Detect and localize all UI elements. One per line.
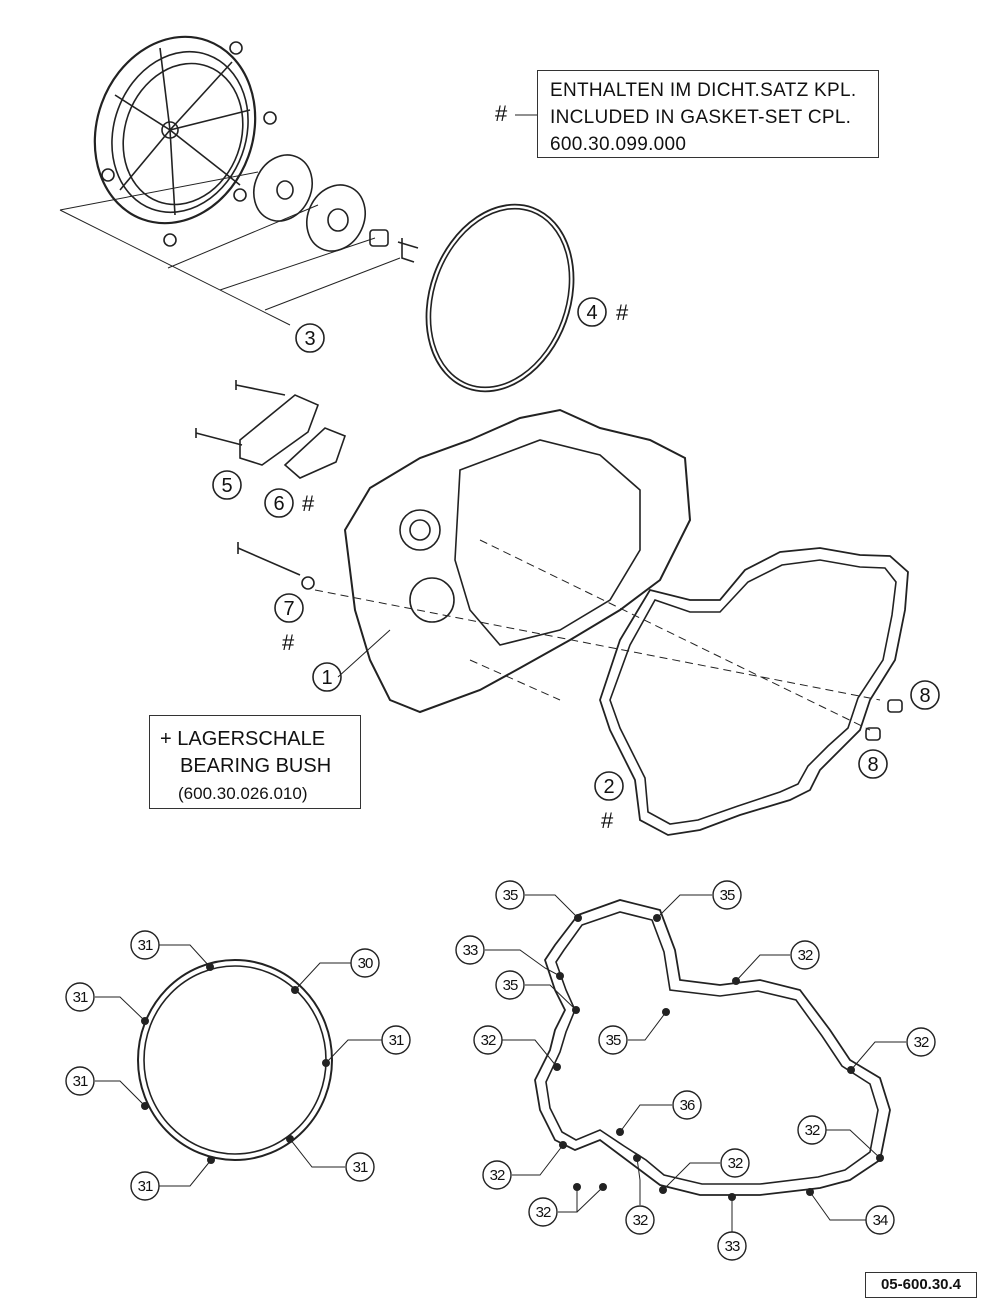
cover-screw <box>397 238 419 263</box>
ring-gasket-outer <box>137 959 333 1161</box>
generator-cover-1 <box>343 408 692 714</box>
gasket-note-line-2: INCLUDED IN GASKET-SET CPL. <box>550 107 852 128</box>
label-ring-31a: 31 <box>138 937 153 954</box>
o-ring-4-outer <box>425 203 575 393</box>
callouts <box>212 297 940 801</box>
o-ring-4-inner <box>429 207 571 389</box>
label-ring-31e: 31 <box>353 1159 368 1176</box>
clutch-cover-outer <box>93 35 277 247</box>
bearing-bush-note: + LAGERSCHALE BEARING BUSH (600.30.026.0… <box>149 715 361 809</box>
label-ring-31f: 31 <box>138 1178 153 1195</box>
gasket-note-line-3: 600.30.099.000 <box>550 134 687 155</box>
small-callouts <box>65 880 936 1261</box>
label-ring-31c: 31 <box>389 1032 404 1049</box>
label-3: 3 <box>304 328 315 350</box>
gasket-note-line-1: ENTHALTEN IM DICHT.SATZ KPL. <box>550 80 857 101</box>
ring-gasket-inner <box>143 965 327 1155</box>
crankcase-gasket <box>534 899 891 1196</box>
generator-cover-1-inner <box>454 439 641 646</box>
label-7: 7 <box>283 598 294 620</box>
bearing-note-line-2: BEARING BUSH <box>180 755 332 777</box>
cover-nut <box>369 229 389 247</box>
label-1: 1 <box>321 667 332 689</box>
label-ring-31d: 31 <box>73 1073 88 1090</box>
callout-4 <box>577 297 607 327</box>
label-g-36: 36 <box>680 1097 695 1114</box>
part-3-leaders <box>59 171 401 326</box>
dowel-8b <box>865 727 881 741</box>
bolt-mid <box>195 428 243 446</box>
label-g-35c: 35 <box>503 977 518 994</box>
hash-marker-2: # <box>601 808 614 833</box>
cover-1-port <box>409 577 455 623</box>
label-4: 4 <box>586 302 597 324</box>
gasket-2-inner <box>609 559 897 825</box>
label-g-34: 34 <box>873 1212 888 1229</box>
label-2: 2 <box>603 776 614 798</box>
bolt-7 <box>237 542 301 576</box>
ring-leaders <box>95 944 382 1187</box>
callout-8a <box>910 680 940 710</box>
cover-disc-2-hole <box>327 208 349 232</box>
cover-1-hub-inner <box>409 519 431 541</box>
gasket-set-note: ENTHALTEN IM DICHT.SATZ KPL. INCLUDED IN… <box>537 70 879 158</box>
hash-marker-note: # <box>495 101 508 126</box>
crankcase-gasket-inner <box>545 911 879 1185</box>
bearing-note-line-3: (600.30.026.010) <box>178 784 308 803</box>
cover-plate-5 <box>239 394 320 466</box>
label-g-35b: 35 <box>720 887 735 904</box>
label-8a: 8 <box>919 685 930 707</box>
callout-7 <box>274 593 304 623</box>
bearing-note-line-1: + LAGERSCHALE <box>160 728 326 750</box>
label-ring-31b: 31 <box>73 989 88 1006</box>
label-g-33b: 33 <box>725 1238 740 1255</box>
washer-7 <box>301 576 315 590</box>
dowel-8a <box>887 699 903 713</box>
callout-2 <box>594 771 624 801</box>
hash-marker-4: # <box>616 300 629 325</box>
label-5: 5 <box>221 475 232 497</box>
cover-1-hub <box>399 509 441 551</box>
label-g-32c: 32 <box>914 1034 929 1051</box>
drawing-number: 05-600.30.4 <box>865 1272 977 1298</box>
cover-disc-1 <box>253 154 313 222</box>
seal-6 <box>283 427 347 479</box>
label-g-32e: 32 <box>728 1155 743 1172</box>
label-6: 6 <box>273 493 284 515</box>
hash-marker-6: # <box>302 491 315 516</box>
assembly-guide-lines <box>314 539 881 731</box>
cover-disc-2 <box>306 184 366 252</box>
callout-8b <box>858 749 888 779</box>
callout-5 <box>212 470 242 500</box>
callout-3 <box>295 323 325 353</box>
label-g-32b: 32 <box>481 1032 496 1049</box>
cover-disc-1-hole <box>276 180 294 200</box>
label-8b: 8 <box>867 754 878 776</box>
hash-marker-7: # <box>282 630 295 655</box>
label-ring-30: 30 <box>358 955 373 972</box>
crankcase-leaders <box>485 894 906 1232</box>
label-g-32h: 32 <box>633 1212 648 1229</box>
bolt-top <box>235 380 286 396</box>
gasket-2 <box>599 547 909 836</box>
crankcase-gasket-holes <box>553 914 884 1201</box>
label-g-33a: 33 <box>463 942 478 959</box>
label-g-32a: 32 <box>798 947 813 964</box>
label-g-35d: 35 <box>606 1032 621 1049</box>
label-g-32f: 32 <box>805 1122 820 1139</box>
label-g-35a: 35 <box>503 887 518 904</box>
callout-1 <box>312 662 342 692</box>
label-g-32g: 32 <box>536 1204 551 1221</box>
callout-6 <box>264 488 294 518</box>
main-leaders <box>337 114 537 678</box>
label-g-32d: 32 <box>490 1167 505 1184</box>
